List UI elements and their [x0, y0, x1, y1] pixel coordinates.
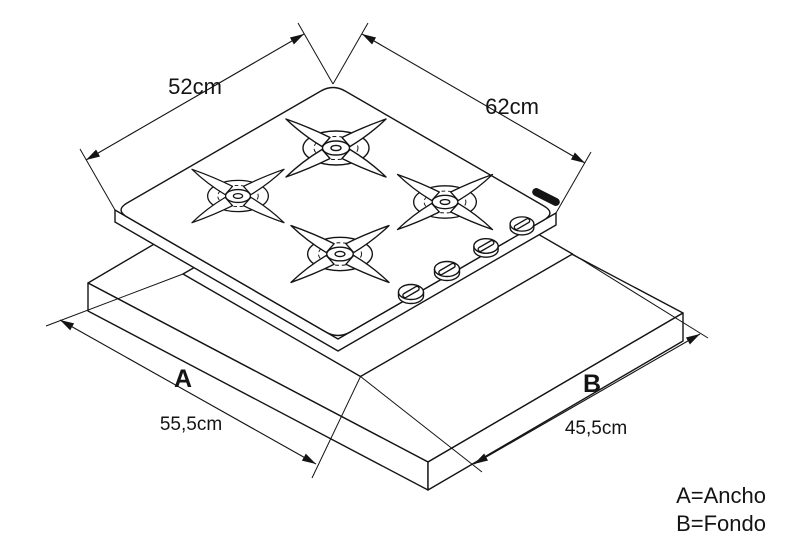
dimension-value-b: 45,5cm — [565, 418, 627, 439]
brand-mark — [532, 188, 560, 206]
knob-2 — [433, 260, 461, 282]
knob-3 — [473, 238, 499, 258]
dimension-line — [361, 33, 586, 164]
legend: A=Ancho B=Fondo — [676, 483, 766, 536]
knob-4 — [509, 216, 535, 236]
witness-line — [555, 151, 592, 214]
dimension-52cm: 52cm — [79, 22, 334, 211]
witness-line — [572, 253, 709, 339]
legend-line-a: A=Ancho — [676, 483, 766, 508]
witness-line — [45, 273, 184, 327]
dimension-label-62cm: 62cm — [485, 94, 539, 119]
legend-line-b: B=Fondo — [676, 511, 766, 536]
dimension-62cm: 62cm — [332, 22, 592, 214]
dimension-label-52cm: 52cm — [168, 74, 222, 99]
dimension-letter-a: A — [174, 365, 192, 393]
dimension-value-a: 55,5cm — [160, 414, 222, 435]
cooktop-side-faces — [114, 209, 557, 352]
witness-line — [79, 148, 116, 211]
knob-1 — [397, 283, 425, 305]
witness-line — [332, 22, 369, 85]
dimension-a: A 55,5cm — [45, 273, 361, 479]
witness-line — [311, 376, 361, 479]
witness-line — [297, 22, 334, 85]
dimension-line — [473, 333, 701, 465]
dimension-line — [59, 319, 317, 465]
dimension-line — [85, 33, 305, 161]
dimension-b: B 45,5cm — [360, 253, 709, 473]
dimension-letter-b: B — [583, 370, 601, 398]
witness-line — [360, 376, 483, 473]
